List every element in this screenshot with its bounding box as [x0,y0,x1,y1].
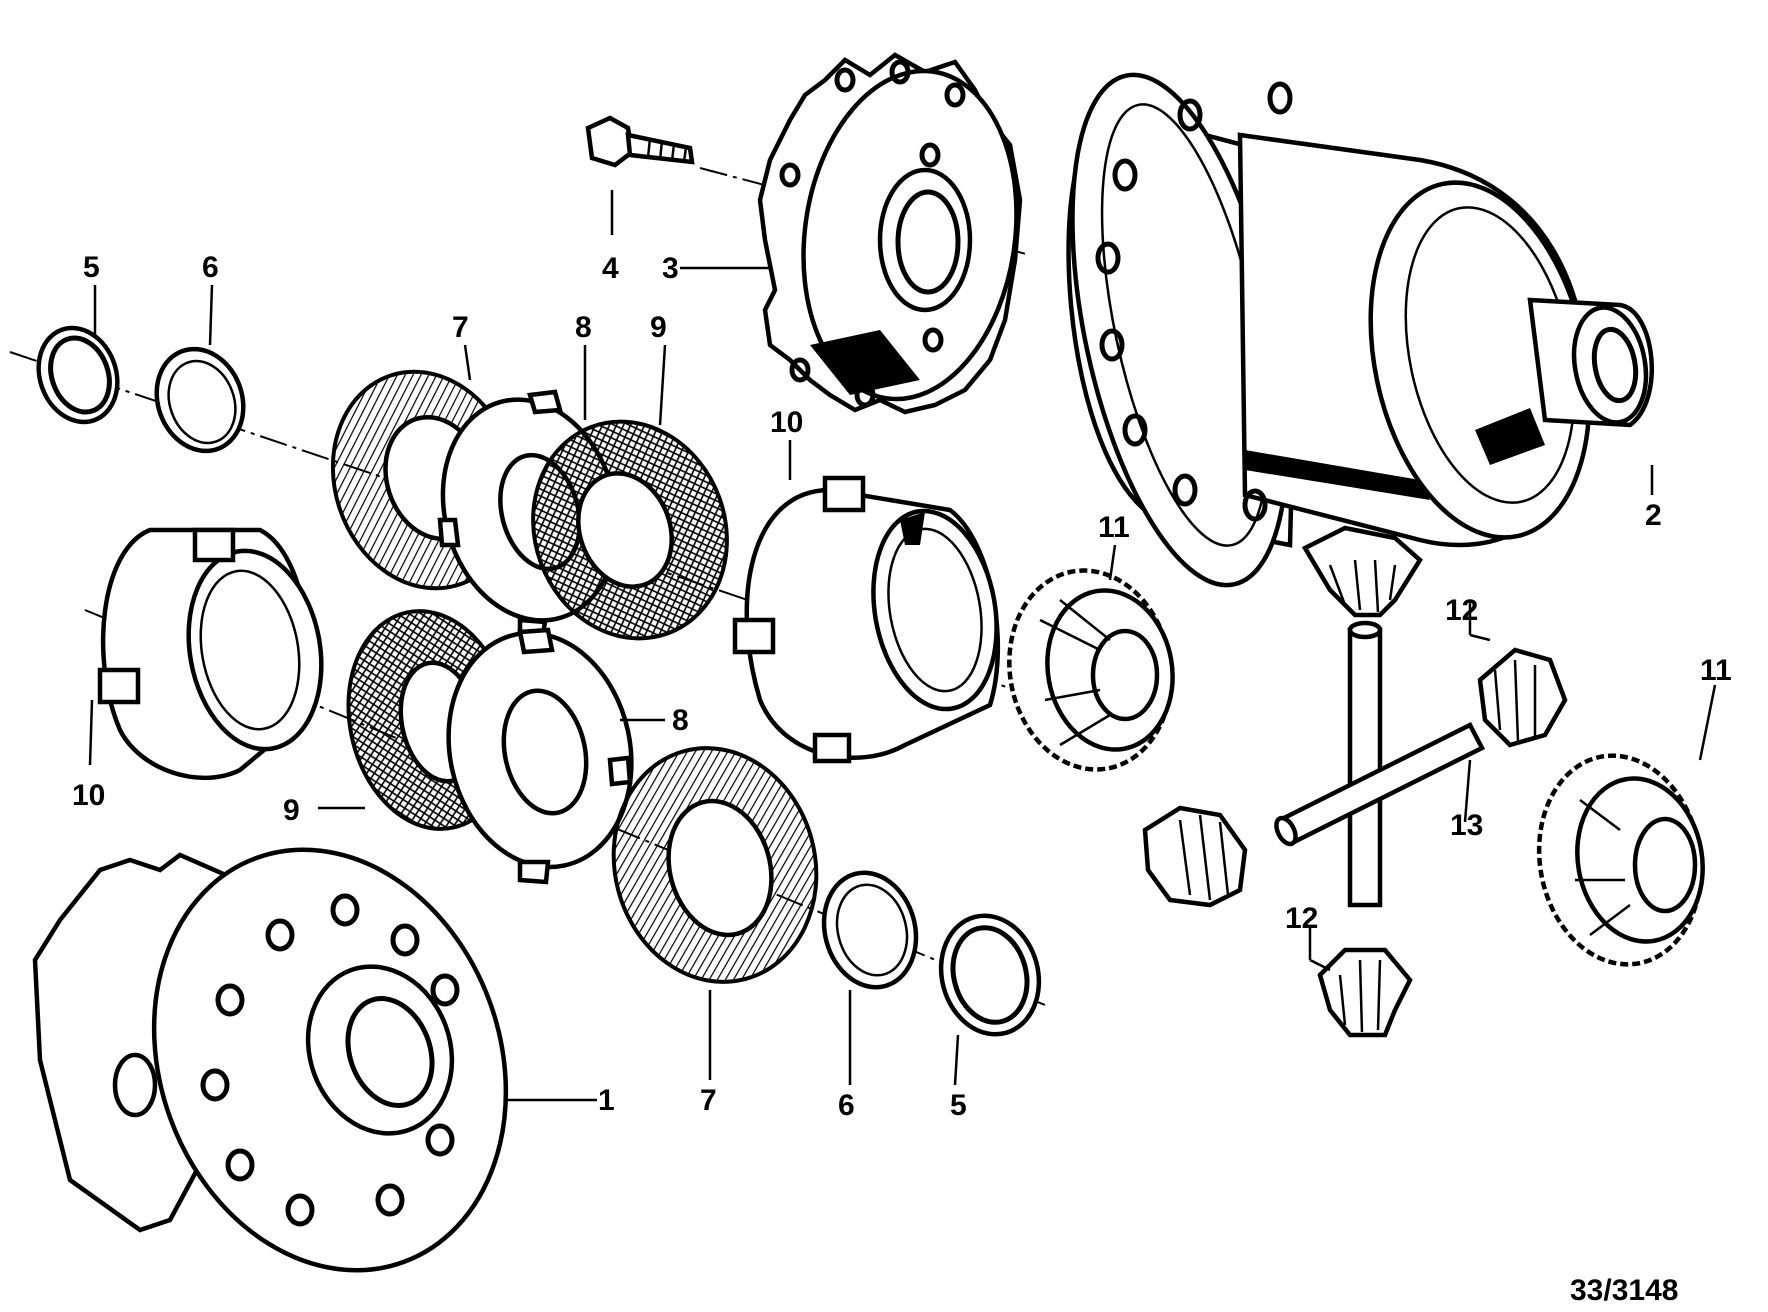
part-13-cross-shaft [1274,620,1486,908]
callout-6-bottom: 6 [838,1089,855,1122]
callout-2: 2 [1645,499,1662,532]
part-8b-tabbed-plate [446,627,634,885]
callout-8-bottom: 8 [672,704,689,737]
part-11b-side-gear [1536,753,1705,967]
part-10b-pressure-ring [97,527,324,780]
flange-bolt-holes [779,59,966,408]
callout-9-top: 9 [650,311,667,344]
part-7b-friction-disc [611,746,819,984]
callout-11-right: 11 [1700,654,1732,687]
callout-10-bottom: 10 [72,779,105,812]
callout-7-top: 7 [452,311,469,344]
case-bolt-holes [200,893,460,1227]
callout-6-top: 6 [202,251,219,284]
callout-7-bottom: 7 [700,1084,717,1117]
part-10a-pressure-ring [732,475,1001,764]
callout-9-bottom: 9 [283,794,300,827]
part-2-differential-housing [1066,72,1654,588]
callout-5-top: 5 [83,251,100,284]
part-3-cover-flange [757,52,1023,415]
part-6a-circlip [154,346,246,454]
callout-5-bottom: 5 [950,1089,967,1122]
callout-1: 1 [598,1084,615,1117]
callout-10-top: 10 [770,406,803,439]
callout-13: 13 [1450,809,1483,842]
housing-bolt-holes [1095,81,1293,522]
callout-12-bottom: 12 [1285,902,1318,935]
part-5b-ring [938,913,1042,1037]
part-5a-ring [36,325,120,425]
part-1-differential-case [32,847,509,1273]
part-6b-circlip [821,870,919,990]
callout-11-top: 11 [1098,511,1130,544]
callout-3: 3 [662,252,679,285]
callout-4: 4 [602,252,619,285]
part-9a-crosshatched-disc [531,419,729,641]
part-12-spider-gears [1142,525,1568,1038]
leader-lines [88,190,1717,1102]
diagram-reference-code: 33/3148 [1570,1274,1678,1307]
callout-12-top: 12 [1445,594,1478,627]
callout-8-top: 8 [575,311,592,344]
part-11a-side-gear [1007,568,1175,772]
part-4-bolt [585,115,695,168]
callout-labels: 1 2 3 4 5 6 7 8 9 10 11 12 10 9 8 7 6 5 … [72,251,1732,1122]
